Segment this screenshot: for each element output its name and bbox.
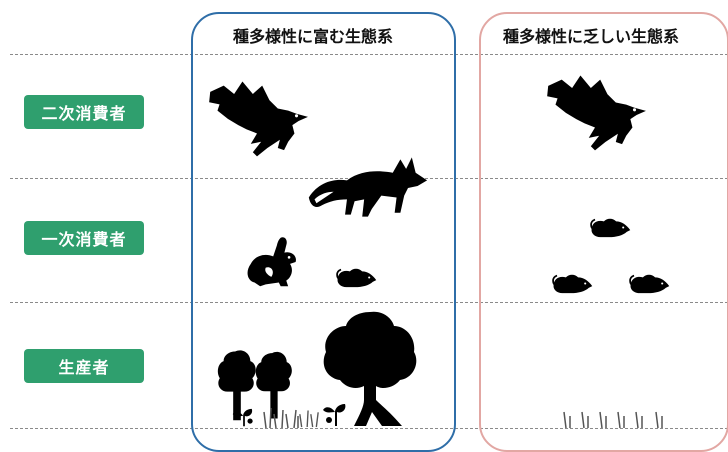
mouse-icon xyxy=(336,268,377,288)
mouse-icon xyxy=(590,218,631,238)
grass-icon xyxy=(563,411,663,429)
row-divider-top xyxy=(10,54,728,55)
level-label-secondary-consumer: 二次消費者 xyxy=(24,95,144,129)
large-tree-icon xyxy=(323,311,417,426)
plant-icon xyxy=(232,408,253,427)
eagle-icon xyxy=(547,75,646,151)
level-label-producer: 生産者 xyxy=(24,349,144,383)
mouse-icon xyxy=(552,274,593,294)
rich-ecosystem-title: 種多様性に富む生態系 xyxy=(233,27,394,46)
poor-ecosystem-title: 種多様性に乏しい生態系 xyxy=(503,27,680,46)
row-divider-bottom xyxy=(10,428,728,429)
rabbit-icon xyxy=(247,237,296,287)
eagle-icon xyxy=(209,81,308,157)
mouse-icon xyxy=(629,274,670,294)
row-divider-primary xyxy=(10,302,728,303)
grass-icon xyxy=(299,410,319,428)
tree-icon xyxy=(255,351,292,419)
fox-icon xyxy=(308,157,428,217)
plant-icon xyxy=(323,404,346,426)
grass-icon xyxy=(263,407,299,429)
tree-icon xyxy=(217,350,256,421)
level-label-primary-consumer: 一次消費者 xyxy=(24,221,144,255)
